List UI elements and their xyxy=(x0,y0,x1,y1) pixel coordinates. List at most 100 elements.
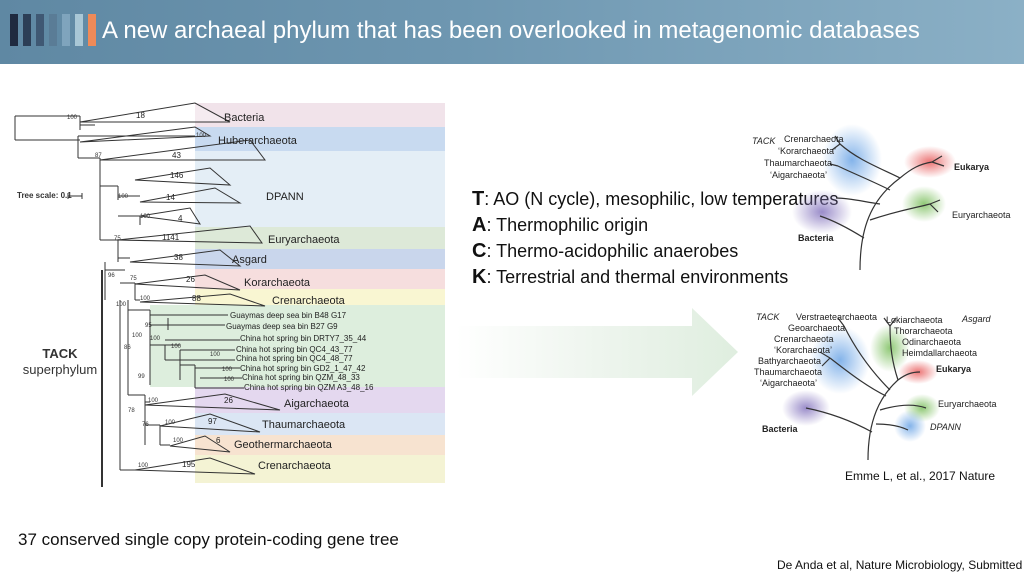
tack-label-line2: superphylum xyxy=(22,362,98,377)
trait-text: : Terrestrial and thermal environments xyxy=(486,267,789,287)
taxon-label: Crenarchaeota xyxy=(774,334,834,344)
bootstrap-value: 100 xyxy=(67,115,78,121)
trait-text: : Thermo-acidophilic anaerobes xyxy=(486,241,739,261)
clade-count: 14 xyxy=(166,193,175,202)
clade-name-bacteria: Bacteria xyxy=(224,112,265,124)
clade-count: 43 xyxy=(172,151,181,160)
eukarya-label: Eukarya xyxy=(936,364,972,374)
bootstrap-value: 100 xyxy=(118,194,129,200)
clade-name-dpann: DPANN xyxy=(266,191,304,203)
header-banner: A new archaeal phylum that has been over… xyxy=(0,0,1024,64)
deco-bar-6 xyxy=(75,14,83,46)
bootstrap-value: 95 xyxy=(145,323,152,329)
tree-of-life-bottom: TACK Verstraetearchaeota Geoarchaeota Cr… xyxy=(754,312,997,460)
trait-text: : Thermophilic origin xyxy=(486,215,649,235)
trait-text: : AO (N cycle), mesophilic, low temperat… xyxy=(484,189,839,209)
clade-name-geothermarchaeota: Geothermarchaeota xyxy=(234,439,333,451)
trait-letter: A xyxy=(472,214,487,236)
bootstrap-value: 100 xyxy=(138,463,149,469)
clade-name-aigarchaeota: Aigarchaeota xyxy=(284,398,350,410)
taxon-label: Thaumarchaeota xyxy=(754,367,822,377)
taxon-label: ‘Aigarchaeota’ xyxy=(760,378,817,388)
trait-row-t: T: AO (N cycle), mesophilic, low tempera… xyxy=(472,186,838,212)
clade-name-korarchaeota: Korarchaeota xyxy=(244,277,311,289)
clade-count: 195 xyxy=(182,460,196,469)
bootstrap-value: 100 xyxy=(171,344,182,350)
euryarchaeota-label: Euryarchaeota xyxy=(938,399,997,409)
band-euryarchaeota xyxy=(195,227,445,249)
bootstrap-value: 100 xyxy=(210,352,221,358)
tack-label-line1: TACK xyxy=(42,346,78,361)
trait-row-a: A: Thermophilic origin xyxy=(472,212,838,238)
bootstrap-value: 87 xyxy=(95,153,102,159)
tree-scale-label: Tree scale: 0.1 xyxy=(17,191,72,200)
leaf-label: China hot spring bin DRTY7_35_44 xyxy=(240,334,367,343)
euryarchaeota-label: Euryarchaeota xyxy=(952,210,1011,220)
deco-bar-3 xyxy=(36,14,44,46)
bacteria-label: Bacteria xyxy=(762,424,799,434)
tack-traits-list: T: AO (N cycle), mesophilic, low tempera… xyxy=(472,186,838,290)
arrow-icon xyxy=(456,308,738,396)
leaf-label: China hot spring bin QZM A3_48_16 xyxy=(244,383,374,392)
taxon-label: ‘Korarchaeota’ xyxy=(778,146,836,156)
leaf-label: China hot spring bin QC4_48_77 xyxy=(236,354,353,363)
bootstrap-value: 75 xyxy=(130,276,137,282)
band-korarchaeota xyxy=(195,269,445,289)
asgard-label: Asgard xyxy=(961,314,992,324)
leaf-label: China hot spring bin QC4_43_77 xyxy=(236,345,353,354)
taxon-label: Geoarchaeota xyxy=(788,323,845,333)
clade-count: 97 xyxy=(208,417,217,426)
taxon-label: Bathyarchaeota xyxy=(758,356,821,366)
leaf-label: Guaymas deep sea bin B27 G9 xyxy=(226,322,338,331)
band-dpann xyxy=(195,151,445,227)
bootstrap-value: 100 xyxy=(196,133,207,139)
taxon-label: ‘Korarchaeota’ xyxy=(774,345,832,355)
clade-count: 6 xyxy=(216,436,221,445)
taxon-label: Verstraetearchaeota xyxy=(796,312,877,322)
clade-name-crenarchaeota-2: Crenarchaeota xyxy=(258,460,332,472)
bootstrap-value: 96 xyxy=(108,273,115,279)
taxon-label: Odinarchaeota xyxy=(902,337,961,347)
trait-letter: C xyxy=(472,240,487,262)
bootstrap-value: 76 xyxy=(142,422,149,428)
clade-count: 38 xyxy=(174,253,183,262)
dpann-label: DPANN xyxy=(930,422,961,432)
leaf-label: Guaymas deep sea bin B48 G17 xyxy=(230,311,347,320)
bootstrap-value: 100 xyxy=(150,336,161,342)
deco-bar-5 xyxy=(62,14,70,46)
trait-letter: T xyxy=(472,188,485,210)
bootstrap-value: 100 xyxy=(140,214,151,220)
taxon-label: Thaumarchaeota xyxy=(764,158,832,168)
clade-count: 4 xyxy=(178,214,183,223)
deco-bar-4 xyxy=(49,14,57,46)
band-bacteria xyxy=(195,103,445,127)
bootstrap-value: 75 xyxy=(114,236,121,242)
slide-title: A new archaeal phylum that has been over… xyxy=(102,17,920,44)
taxon-label: ‘Aigarchaeota’ xyxy=(770,170,827,180)
deco-bar-1 xyxy=(10,14,18,46)
deco-bar-2 xyxy=(23,14,31,46)
bootstrap-value: 100 xyxy=(222,367,233,373)
clade-name-euryarchaeota: Euryarchaeota xyxy=(268,234,340,246)
tack-superphylum-label: TACK superphylum xyxy=(20,346,100,378)
taxon-label: Crenarchaeota xyxy=(784,134,844,144)
bacteria-label: Bacteria xyxy=(798,233,835,243)
clade-count: 1141 xyxy=(162,233,180,242)
clade-count: 26 xyxy=(186,275,195,284)
tack-label-top: TACK xyxy=(752,136,776,146)
band-geothermarchaeota xyxy=(195,435,445,455)
phylogenetic-tree: Tree scale: 0.1 18 43 146 14 4 1141 38 2… xyxy=(14,102,445,487)
bootstrap-value: 78 xyxy=(128,408,135,414)
eukarya-label: Eukarya xyxy=(954,162,990,172)
citation-de-anda: De Anda et al, Nature Microbiology, Subm… xyxy=(777,558,1023,572)
tack-label-bottom: TACK xyxy=(756,312,780,322)
clade-count: 26 xyxy=(224,396,233,405)
trait-letter: K xyxy=(472,266,487,288)
trait-row-c: C: Thermo-acidophilic anaerobes xyxy=(472,238,838,264)
clade-count: 18 xyxy=(136,111,145,120)
band-thaumarchaeota xyxy=(195,413,445,435)
tree-of-life-top: TACK Crenarchaeota ‘Korarchaeota’ Thauma… xyxy=(752,124,1011,270)
clade-name-thaumarchaeota: Thaumarchaeota xyxy=(262,419,346,431)
band-huberarchaeota xyxy=(195,127,445,151)
tree-caption: 37 conserved single copy protein-coding … xyxy=(18,530,399,549)
